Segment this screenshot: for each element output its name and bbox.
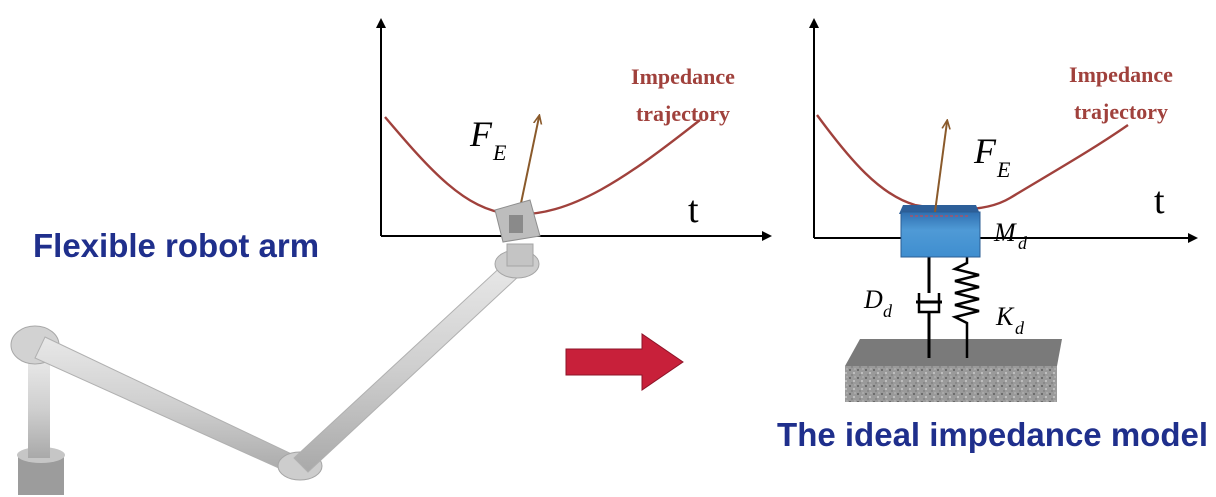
spring xyxy=(951,256,980,358)
ground-top xyxy=(845,339,1062,366)
impedance-model-illustration: M d D d K d xyxy=(845,122,1062,402)
svg-text:E: E xyxy=(492,140,507,165)
left-t-label: t xyxy=(688,189,699,231)
right-curve-label: Impedance trajectory xyxy=(1069,62,1173,124)
svg-text:Impedance: Impedance xyxy=(1069,62,1173,87)
damper xyxy=(916,256,942,358)
svg-text:E: E xyxy=(996,157,1011,182)
left-trajectory-graph: F E t Impedance trajectory xyxy=(376,18,772,241)
robot-arm-caption: Flexible robot arm xyxy=(33,227,319,264)
spring-label: K d xyxy=(995,302,1025,338)
right-trajectory-graph: F E t Impedance trajectory xyxy=(809,18,1198,243)
svg-text:D: D xyxy=(863,285,883,314)
svg-text:d: d xyxy=(1018,233,1028,253)
ground-block xyxy=(845,366,1057,402)
svg-text:K: K xyxy=(995,302,1015,331)
mass-block xyxy=(899,205,981,258)
svg-text:d: d xyxy=(1015,318,1025,338)
svg-text:trajectory: trajectory xyxy=(1074,99,1168,124)
right-impedance-curve xyxy=(816,114,1129,211)
left-force-arrow xyxy=(519,117,539,209)
mass-label: M d xyxy=(993,218,1028,253)
damper-label: D d xyxy=(863,285,893,321)
right-force-label: F E xyxy=(973,131,1011,182)
svg-text:F: F xyxy=(469,114,493,154)
transition-arrow xyxy=(565,333,684,391)
left-curve-label: Impedance trajectory xyxy=(631,64,735,126)
svg-text:Impedance: Impedance xyxy=(631,64,735,89)
svg-text:d: d xyxy=(883,301,893,321)
left-force-label: F E xyxy=(469,114,507,165)
right-force-arrow xyxy=(934,122,947,213)
flexible-robot-arm-illustration xyxy=(10,199,541,495)
svg-text:F: F xyxy=(973,131,997,171)
right-t-label: t xyxy=(1154,180,1165,222)
svg-text:M: M xyxy=(993,218,1017,247)
left-impedance-curve xyxy=(384,116,701,216)
impedance-model-caption: The ideal impedance model xyxy=(777,416,1208,453)
svg-text:trajectory: trajectory xyxy=(636,101,730,126)
